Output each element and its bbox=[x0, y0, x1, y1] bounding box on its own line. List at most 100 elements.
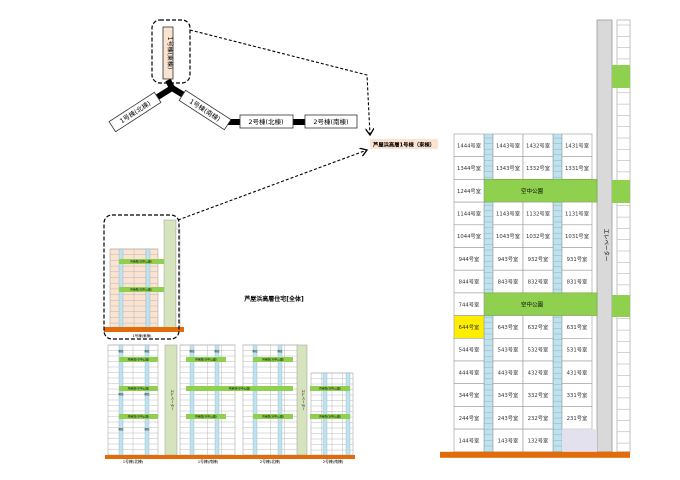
room-label: 832号室 bbox=[528, 278, 549, 286]
room-label: 944号室 bbox=[459, 255, 480, 263]
common-floor-label: 共用階(空中公園) bbox=[262, 358, 284, 362]
adjacent-sky-park bbox=[612, 180, 630, 203]
common-floor-label: 共用階(空中公園) bbox=[319, 387, 341, 391]
room-label: 1032号室 bbox=[526, 232, 550, 240]
common-floor-band bbox=[119, 414, 158, 419]
common-floor-band bbox=[310, 386, 350, 391]
room-label: 643号室 bbox=[498, 323, 519, 331]
room-label: 1331号室 bbox=[565, 164, 589, 172]
room-label: 1344号室 bbox=[457, 164, 481, 172]
mini-elevator bbox=[163, 219, 177, 329]
detail-title-box: 芦屋浜高層1号棟（東棟） bbox=[370, 139, 438, 149]
mini-east-wing: 共用階(空中公園) 共用階(空中公園) bbox=[104, 219, 184, 332]
room-label: 132号室 bbox=[528, 436, 549, 444]
common-floor-label: 共用階(空中公園) bbox=[262, 415, 284, 419]
mini-sky-park bbox=[119, 259, 164, 264]
common-floor-label: 共用階(空中公園) bbox=[128, 415, 150, 419]
common-floor-band bbox=[186, 386, 293, 391]
detail-title: 芦屋浜高層1号棟（東棟） bbox=[373, 141, 435, 149]
elevator-label: エレベーター bbox=[301, 390, 306, 411]
adjacent-sky-park bbox=[612, 295, 630, 317]
room-label: 532号室 bbox=[528, 346, 549, 354]
common-floor-label: 共用階(空中公園) bbox=[128, 358, 150, 362]
stairs-label: 階段 bbox=[144, 349, 150, 353]
room-label: 543号室 bbox=[498, 346, 519, 354]
room-label: 1244号室 bbox=[457, 187, 481, 195]
common-floor-label: 共用階(空中公園) bbox=[128, 387, 150, 391]
south-wing-2-label: 2号棟(南棟) bbox=[313, 117, 348, 126]
east-wing-highlight bbox=[151, 19, 191, 84]
room-label: 331号室 bbox=[567, 391, 588, 399]
south-wing-1-box[interactable]: 1号棟(南棟) bbox=[178, 89, 232, 131]
room-label: 1444号室 bbox=[457, 141, 481, 149]
mini-label: 1号棟(東棟) bbox=[133, 333, 153, 338]
stairs-label: 階段 bbox=[277, 349, 283, 353]
sky-park-label: 空中公園 bbox=[521, 187, 544, 195]
room-label: 943号室 bbox=[498, 255, 519, 263]
common-floor-label: 共用階(空中公園) bbox=[195, 415, 217, 419]
room-label: 432号室 bbox=[528, 368, 549, 376]
adjacent-sky-park bbox=[612, 65, 630, 88]
room-label: 232号室 bbox=[528, 414, 549, 422]
room-label: 1143号室 bbox=[496, 209, 520, 217]
north-wing-2-box[interactable]: 2号棟(北棟) bbox=[239, 114, 294, 129]
room-label: 631号室 bbox=[567, 323, 588, 331]
room-label: 243号室 bbox=[498, 414, 519, 422]
room-label: 1132号室 bbox=[526, 209, 550, 217]
room-label: 1332号室 bbox=[526, 164, 550, 172]
mini-sky-park-label: 共用階(空中公園) bbox=[130, 288, 152, 292]
common-floor-label: 共用階(空中公園) bbox=[229, 387, 251, 391]
building-label-3: 2号棟(北棟) bbox=[260, 459, 281, 464]
stairs-label: 階段 bbox=[118, 349, 124, 353]
room-label: 143号室 bbox=[498, 436, 519, 444]
sky-park-label: 空中公園 bbox=[521, 300, 544, 308]
ground-base bbox=[105, 455, 355, 459]
north-wing-1-label: 1号棟(北棟) bbox=[118, 99, 152, 126]
common-floor-band bbox=[119, 357, 158, 362]
common-floor-band bbox=[119, 386, 158, 391]
room-label: 144号室 bbox=[459, 436, 480, 444]
south-wing-2-box[interactable]: 2号棟(南棟) bbox=[304, 114, 358, 129]
room-label: 1343号室 bbox=[496, 164, 520, 172]
room-label: 444号室 bbox=[459, 368, 480, 376]
common-floor-band bbox=[253, 414, 293, 419]
common-floor-band bbox=[253, 357, 293, 362]
east-wing-label: 1号棟(東棟) bbox=[166, 37, 174, 70]
building-label-2: 1号棟(南棟) bbox=[198, 459, 219, 464]
north-wing-1-box[interactable]: 1号棟(北棟) bbox=[108, 91, 162, 133]
common-floor-band bbox=[186, 357, 226, 362]
whole-complex: エレベーターエレベーター共用階(空中公園)共用階(空中公園)共用階(空中公園)共… bbox=[105, 344, 355, 459]
room-label: 332号室 bbox=[528, 391, 549, 399]
stairs-label: 階段 bbox=[144, 427, 150, 431]
common-floor-band bbox=[186, 414, 226, 419]
room-label: 531号室 bbox=[567, 346, 588, 354]
building-label-4: 2号棟(南棟) bbox=[323, 459, 344, 464]
mini-ground-base bbox=[104, 327, 184, 332]
room-label: 1031号室 bbox=[565, 232, 589, 240]
room-label: 231号室 bbox=[567, 414, 588, 422]
room-label: 932号室 bbox=[528, 255, 549, 263]
stairs-label: 階段 bbox=[118, 427, 124, 431]
room-label: 343号室 bbox=[498, 391, 519, 399]
mini-sky-park-label: 共用階(空中公園) bbox=[130, 260, 152, 264]
room-label: 344号室 bbox=[459, 391, 480, 399]
east-wing-box[interactable]: 1号棟(東棟) bbox=[162, 26, 174, 80]
mini-sky-park bbox=[119, 287, 164, 292]
room-label: 844号室 bbox=[459, 278, 480, 286]
stairs-label: 階段 bbox=[252, 349, 258, 353]
room-label: 244号室 bbox=[459, 414, 480, 422]
empty-space bbox=[562, 429, 597, 452]
stairs-label: 階段 bbox=[144, 392, 150, 396]
ground-base bbox=[440, 451, 630, 458]
room-label: 544号室 bbox=[459, 346, 480, 354]
room-label: 1443号室 bbox=[496, 141, 520, 149]
room-label: 1432号室 bbox=[526, 141, 550, 149]
room-label: 632号室 bbox=[528, 323, 549, 331]
common-floor-band bbox=[310, 414, 350, 419]
room-label: 1044号室 bbox=[457, 232, 481, 240]
elevator-label: エレベーター bbox=[170, 390, 175, 411]
north-wing-2-label: 2号棟(北棟) bbox=[248, 117, 283, 126]
stairs-label: 階段 bbox=[214, 349, 220, 353]
common-floor-label: 共用階(空中公園) bbox=[319, 415, 341, 419]
